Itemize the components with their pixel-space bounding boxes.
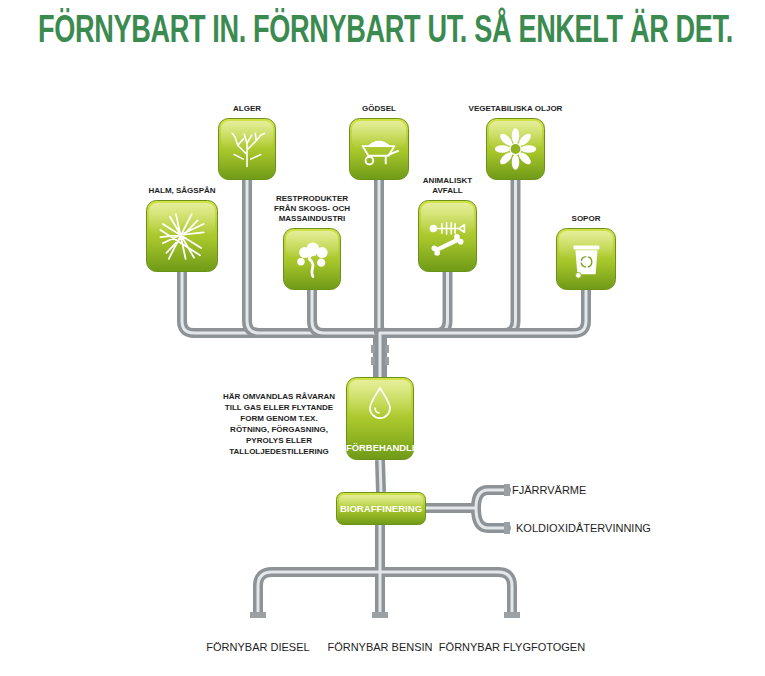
pipe-stroke [380, 180, 516, 377]
pipe-connector [247, 180, 380, 377]
pipe-stroke [182, 272, 380, 377]
pipe-stroke [312, 290, 380, 377]
output-label: FJÄRRVÄRME [512, 483, 586, 497]
pipe-stroke [380, 180, 516, 377]
feedstock-box: RESTPRODUKTER FRÅN SKOGS- OCH MASSAINDUS… [283, 228, 341, 290]
process-box: BIORAFFINERING [336, 492, 426, 525]
box-shape [146, 200, 218, 272]
box-shape [349, 118, 409, 180]
pipe-connector [380, 460, 381, 492]
pipe-stroke [380, 272, 448, 377]
pipe-stroke [380, 272, 448, 377]
box-shape [283, 228, 341, 290]
feedstock-box: SOPOR [556, 228, 616, 290]
feedstock-label: HALM, SÅGSPÅN [137, 186, 227, 196]
output-label: FÖRNYBAR BENSIN [327, 640, 432, 654]
process-label: FÖRBEHANDLING [346, 442, 414, 454]
feedstock-box: HALM, SÅGSPÅN [146, 200, 218, 272]
output-label: KOLDIOXIDÅTERVINNING [516, 521, 651, 535]
feedstock-label: VEGETABILISKA OLJOR [466, 104, 566, 114]
feedstock-label: SOPOR [556, 214, 616, 224]
pipe-stroke [380, 460, 381, 492]
pipe-stroke [182, 272, 380, 377]
callout-note: HÄR OMVANDLAS RÅVARAN TILL GAS ELLER FLY… [220, 391, 338, 457]
box-shape [486, 118, 545, 180]
title: FÖRNYBART IN. FÖRNYBART UT. SÅ ENKELT ÄR… [38, 6, 733, 52]
pipe-connector [380, 180, 516, 377]
pipe-connector [312, 290, 380, 377]
output-label: FÖRNYBAR DIESEL [206, 640, 309, 654]
pipe-stroke [312, 290, 380, 377]
feedstock-box: ANIMALISKT AVFALL [418, 200, 477, 272]
pipe-stroke [380, 290, 586, 377]
pipe-connector [380, 290, 586, 377]
feedstock-label: ALGER [217, 104, 277, 114]
feedstock-label: GÖDSEL [349, 104, 409, 114]
output-label: FÖRNYBAR FLYGFOTOGEN [439, 640, 585, 654]
box-shape [218, 118, 276, 180]
pipe-connector [380, 272, 448, 377]
feedstock-box: VEGETABILISKA OLJOR [486, 118, 545, 180]
process-box: FÖRBEHANDLING [346, 377, 414, 460]
feedstock-label: RESTPRODUKTER FRÅN SKOGS- OCH MASSAINDUS… [272, 194, 352, 224]
feedstock-label: ANIMALISKT AVFALL [417, 176, 479, 196]
pipe-stroke [380, 460, 381, 492]
process-label: BIORAFFINERING [336, 503, 426, 515]
box-shape [418, 200, 477, 272]
feedstock-box: GÖDSEL [349, 118, 409, 180]
pipe-stroke [247, 180, 380, 377]
feedstock-box: ALGER [218, 118, 276, 180]
pipe-connector [182, 272, 380, 377]
pipe-stroke [380, 290, 586, 377]
pipe-stroke [247, 180, 380, 377]
box-shape [556, 228, 616, 290]
